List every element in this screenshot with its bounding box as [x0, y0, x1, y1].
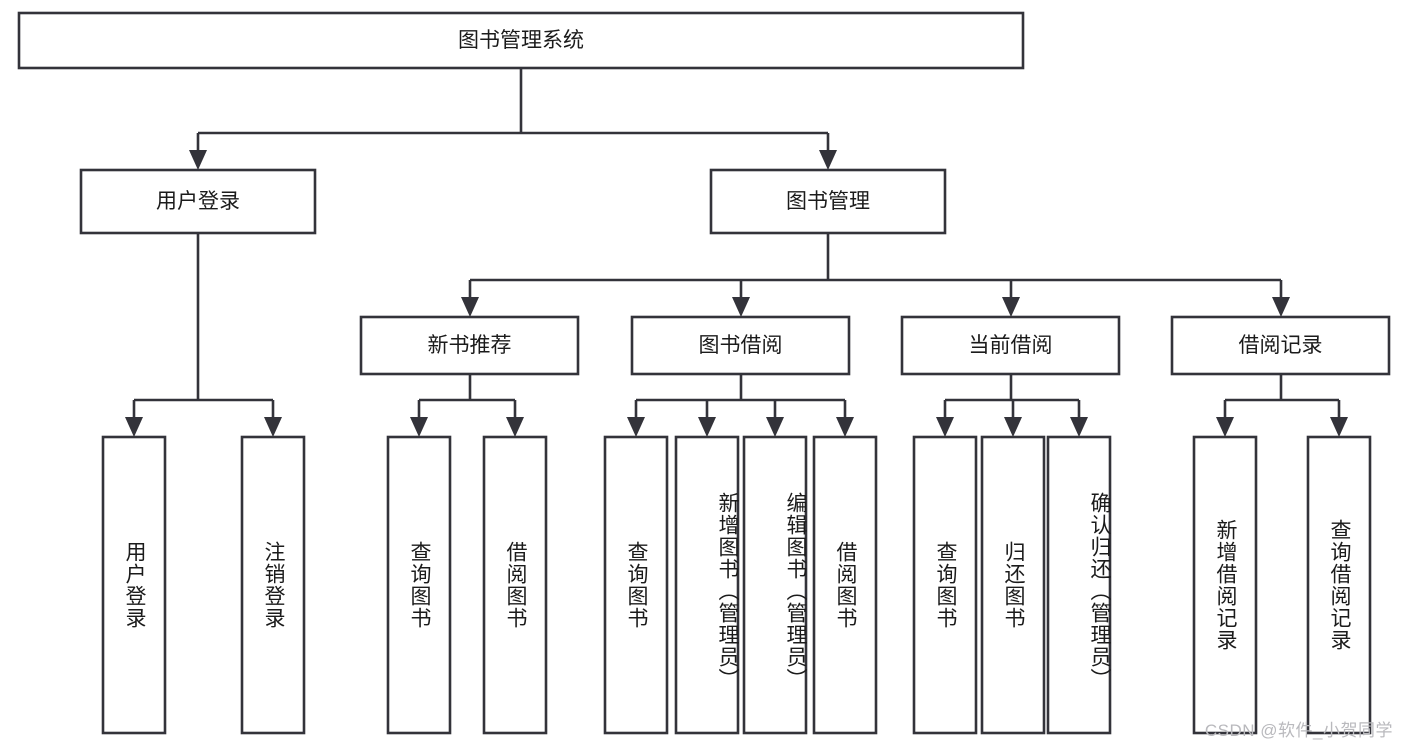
edge-arrowhead — [627, 417, 645, 437]
node-leaf-borrow-book-1[interactable] — [482, 435, 548, 735]
node-leaf-logout[interactable] — [240, 435, 306, 735]
node-leaf-borrow-book-2[interactable] — [812, 435, 878, 735]
edge-arrowhead — [936, 417, 954, 437]
node-leaf-add-book[interactable] — [674, 435, 740, 735]
edge-arrowhead — [836, 417, 854, 437]
edge-arrowhead — [189, 150, 207, 170]
node-root[interactable] — [17, 11, 1025, 70]
node-leaf-query-book-1[interactable] — [386, 435, 452, 735]
node-borrow-record-label: 借阅记录 — [1239, 334, 1323, 357]
csdn-watermark: CSDN @软件_小贺同学 — [1204, 721, 1393, 740]
node-user-login[interactable] — [79, 168, 317, 235]
edge-arrowhead — [264, 417, 282, 437]
node-book-manage[interactable] — [709, 168, 947, 235]
edge-arrowhead — [125, 417, 143, 437]
edge-arrowhead — [410, 417, 428, 437]
node-leaf-user-login[interactable] — [101, 435, 167, 735]
node-new-book-recommend-label: 新书推荐 — [428, 334, 512, 357]
node-book-manage-label: 图书管理 — [786, 190, 870, 213]
edge-arrowhead — [819, 150, 837, 170]
node-user-login-label: 用户登录 — [156, 190, 240, 213]
node-book-borrow-label: 图书借阅 — [699, 334, 783, 357]
edge-arrowhead — [506, 417, 524, 437]
node-current-borrow-label: 当前借阅 — [969, 334, 1053, 357]
edge-arrowhead — [461, 297, 479, 317]
node-borrow-record[interactable] — [1170, 315, 1391, 376]
node-new-book-recommend[interactable] — [359, 315, 580, 376]
edge-arrowhead — [1216, 417, 1234, 437]
node-book-borrow[interactable] — [630, 315, 851, 376]
edge-arrowhead — [766, 417, 784, 437]
edge-arrowhead — [698, 417, 716, 437]
node-leaf-add-record[interactable] — [1192, 435, 1258, 735]
node-leaf-confirm-return[interactable] — [1046, 435, 1112, 735]
edge-arrowhead — [732, 297, 750, 317]
node-leaf-query-book-3[interactable] — [912, 435, 978, 735]
edge-arrowhead — [1272, 297, 1290, 317]
edge-arrowhead — [1004, 417, 1022, 437]
edge-arrowhead — [1002, 297, 1020, 317]
node-leaf-return-book[interactable] — [980, 435, 1046, 735]
node-leaf-query-record[interactable] — [1306, 435, 1372, 735]
edge-arrowhead — [1070, 417, 1088, 437]
node-leaf-edit-book[interactable] — [742, 435, 808, 735]
edge-arrowhead — [1330, 417, 1348, 437]
boxes-layer — [17, 11, 1391, 735]
node-root-label: 图书管理系统 — [458, 29, 584, 52]
node-current-borrow[interactable] — [900, 315, 1121, 376]
node-leaf-query-book-2[interactable] — [603, 435, 669, 735]
edges-layer — [125, 68, 1348, 437]
